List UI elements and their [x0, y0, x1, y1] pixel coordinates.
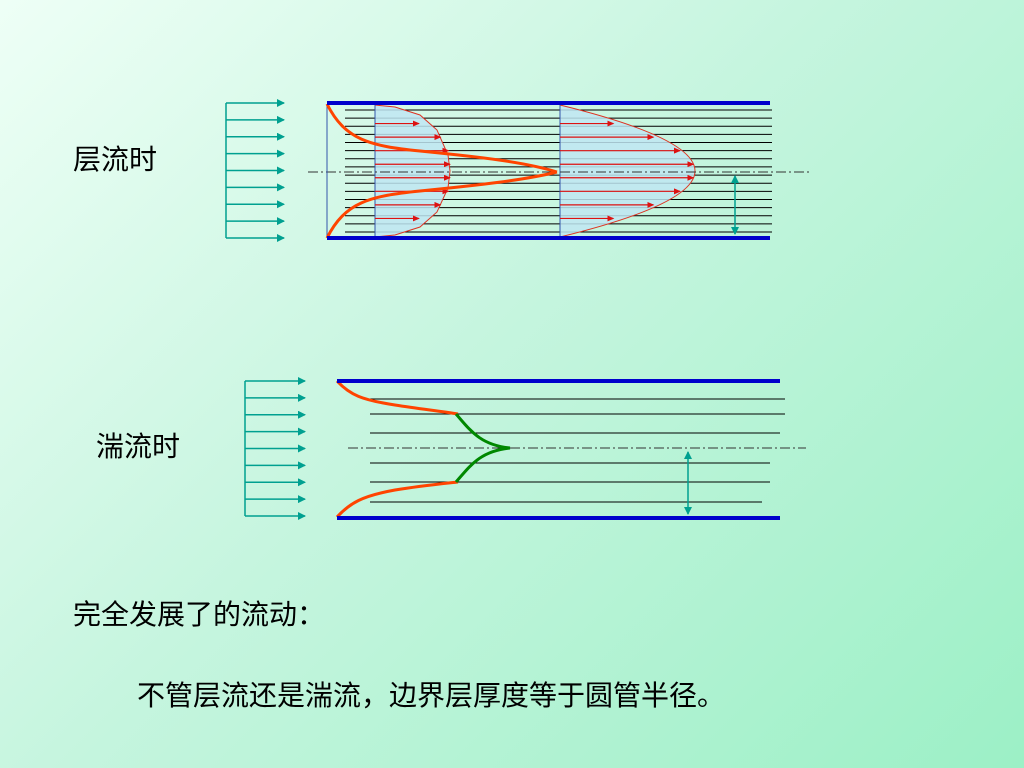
- turbulent-flow-label: 湍流时: [96, 430, 181, 463]
- laminar-velocity-vectors-developed: [560, 120, 695, 222]
- turbulent-diagram: [244, 377, 806, 520]
- laminar-flow-label: 层流时: [73, 143, 158, 176]
- turbulent-boundary-layer-lower: [335, 480, 459, 519]
- laminar-boundary-layer-lower: [325, 170, 558, 239]
- laminar-profile-developing: [374, 104, 451, 238]
- laminar-boundary-layer-upper: [325, 103, 558, 174]
- laminar-inlet-velocity-arrows: [225, 99, 285, 242]
- turbulent-inlet-velocity-arrows: [244, 377, 306, 520]
- laminar-profile-parabolic: [559, 104, 696, 238]
- boundary-layer-statement: 不管层流还是湍流，边界层厚度等于圆管半径。: [137, 679, 726, 712]
- laminar-diagram: [225, 99, 812, 242]
- turbulent-streamlines: [370, 398, 785, 503]
- turbulent-boundary-layer-upper: [335, 379, 459, 416]
- turbulent-core-curve-upper: [454, 413, 511, 450]
- turbulent-core-curve-lower: [454, 446, 511, 483]
- fully-developed-flow-heading: 完全发展了的流动：: [73, 598, 326, 631]
